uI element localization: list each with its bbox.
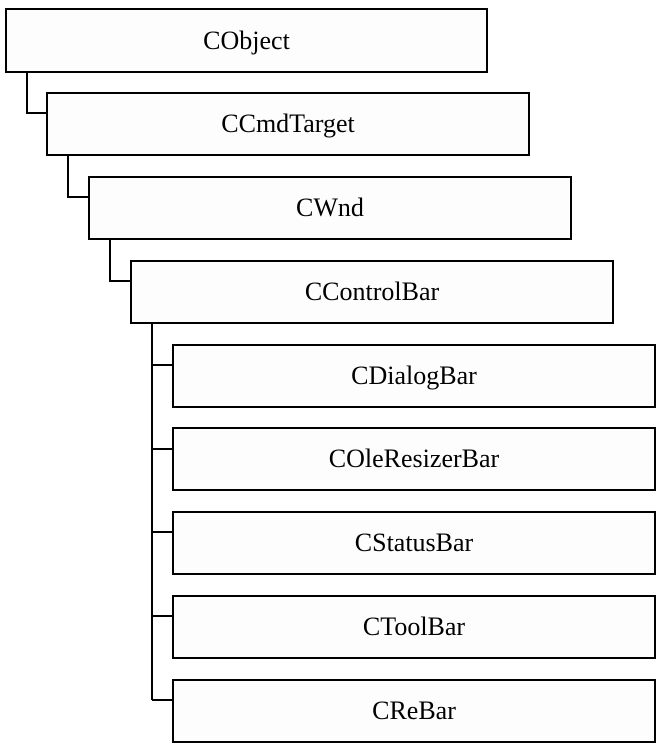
- class-label: CControlBar: [304, 277, 440, 306]
- class-node-ctoolbar[interactable]: CToolBar: [172, 595, 656, 659]
- class-node-cdialogbar[interactable]: CDialogBar: [172, 344, 656, 408]
- class-label: CReBar: [372, 696, 456, 725]
- edge-ccmdtarget-cwnd: [67, 156, 89, 198]
- edge-cwnd-ccontrolbar: [109, 240, 131, 282]
- class-label: CStatusBar: [354, 528, 474, 557]
- edge-cobject-ccmdtarget: [26, 73, 47, 114]
- class-label: COleResizerBar: [328, 444, 500, 473]
- class-label: CDialogBar: [351, 361, 477, 390]
- class-node-ccmdtarget[interactable]: CCmdTarget: [46, 92, 530, 156]
- class-node-coleresizerbar[interactable]: COleResizerBar: [172, 427, 656, 491]
- class-node-cstatusbar[interactable]: CStatusBar: [172, 511, 656, 575]
- class-node-cwnd[interactable]: CWnd: [88, 176, 572, 240]
- class-node-ccontrolbar[interactable]: CControlBar: [130, 260, 614, 324]
- class-label: CObject: [203, 25, 290, 55]
- class-node-cobject[interactable]: CObject: [5, 8, 488, 73]
- class-label: CCmdTarget: [221, 109, 355, 138]
- class-label: CToolBar: [362, 612, 466, 641]
- class-label: CWnd: [296, 193, 364, 222]
- class-node-crebar[interactable]: CReBar: [172, 679, 656, 743]
